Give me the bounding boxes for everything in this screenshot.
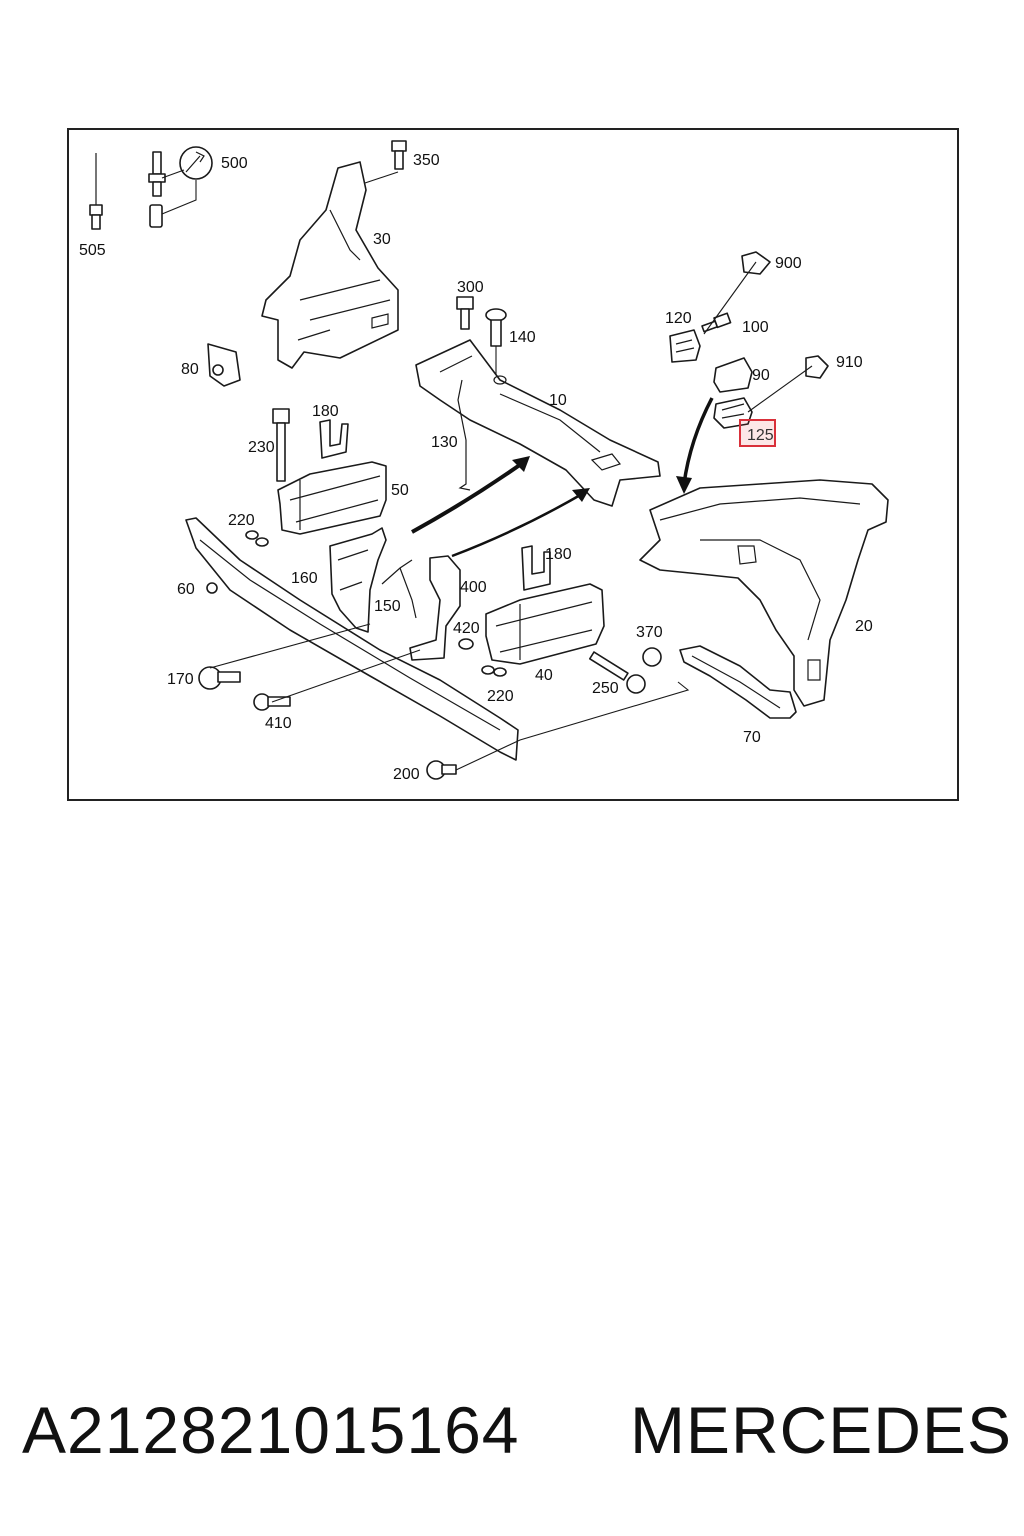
bolt-410-icon [253, 693, 291, 711]
nut-220-left-icon [245, 530, 269, 547]
callout-220-bottom: 220 [487, 688, 514, 705]
part-400-bracket [409, 555, 461, 661]
callout-120: 120 [665, 310, 692, 327]
bolt-505-icon [89, 153, 103, 230]
leader-lines [209, 261, 813, 771]
callout-50: 50 [391, 482, 409, 499]
callout-410: 410 [265, 715, 292, 732]
nut-220-bottom-icon [481, 665, 507, 677]
part-150-strut [381, 559, 417, 619]
callout-300: 300 [457, 279, 484, 296]
callout-170: 170 [167, 671, 194, 688]
part-30-bracket [261, 161, 399, 369]
bolt-300-icon [456, 296, 474, 330]
callout-150: 150 [374, 598, 401, 615]
part-70-lower-arm [679, 645, 797, 719]
callout-90: 90 [752, 367, 770, 384]
part-910-cap [805, 355, 829, 379]
diagram-frame [67, 128, 959, 801]
callout-20: 20 [855, 618, 873, 635]
bolt-170-icon [198, 666, 241, 690]
part-10-crossmember [415, 339, 661, 507]
bolt-200-icon [426, 760, 457, 780]
callout-130: 130 [431, 434, 458, 451]
part-90-guide [713, 357, 753, 393]
callout-100: 100 [742, 319, 769, 336]
callout-160: 160 [291, 570, 318, 587]
bolt-500-icon [148, 146, 213, 228]
part-180-bracket-upper [319, 419, 349, 459]
brand-name: MERCEDES [629, 1393, 1012, 1467]
callout-400: 400 [460, 579, 487, 596]
part-120-latch [669, 329, 701, 363]
callout-910: 910 [836, 354, 863, 371]
part-20-side-member [639, 479, 889, 707]
callout-70: 70 [743, 729, 761, 746]
highlighted-callout-125: 125 [739, 419, 776, 447]
caption-bar: A212821015164 MERCEDES [22, 1375, 1012, 1485]
nut-370-icon [642, 647, 662, 667]
assembly-arrows [411, 397, 714, 558]
callout-40: 40 [535, 667, 553, 684]
callout-180-upper: 180 [312, 403, 339, 420]
callout-10: 10 [549, 392, 567, 409]
bolt-100-icon [701, 312, 732, 333]
part-40-crash-box [485, 583, 605, 665]
bolt-250-icon [588, 651, 646, 694]
callout-505: 505 [79, 242, 106, 259]
bolt-230-icon [272, 408, 290, 482]
callout-370: 370 [636, 624, 663, 641]
callout-250: 250 [592, 680, 619, 697]
part-number: A212821015164 [22, 1393, 520, 1467]
part-900-cap [741, 251, 771, 275]
callout-80: 80 [181, 361, 199, 378]
part-160-bracket [329, 527, 387, 633]
part-80-clip [207, 343, 241, 387]
callout-labels: 505 500 350 30 300 140 80 180 10 230 130… [79, 152, 873, 783]
part-60-bumper-carrier [185, 517, 519, 761]
callout-140: 140 [509, 329, 536, 346]
callout-220-left: 220 [228, 512, 255, 529]
part-180-bracket-lower [521, 545, 551, 591]
part-50-crash-box [277, 461, 387, 535]
callout-200: 200 [393, 766, 420, 783]
nut-420-icon [458, 638, 474, 650]
callout-230: 230 [248, 439, 275, 456]
callout-30: 30 [373, 231, 391, 248]
callout-500: 500 [221, 155, 248, 172]
part-130-rod [457, 379, 471, 491]
highlighted-callout-text: 125 [747, 427, 774, 444]
callout-60: 60 [177, 581, 195, 598]
callout-420: 420 [453, 620, 480, 637]
callout-900: 900 [775, 255, 802, 272]
callout-350: 350 [413, 152, 440, 169]
callout-180-lower: 180 [545, 546, 572, 563]
